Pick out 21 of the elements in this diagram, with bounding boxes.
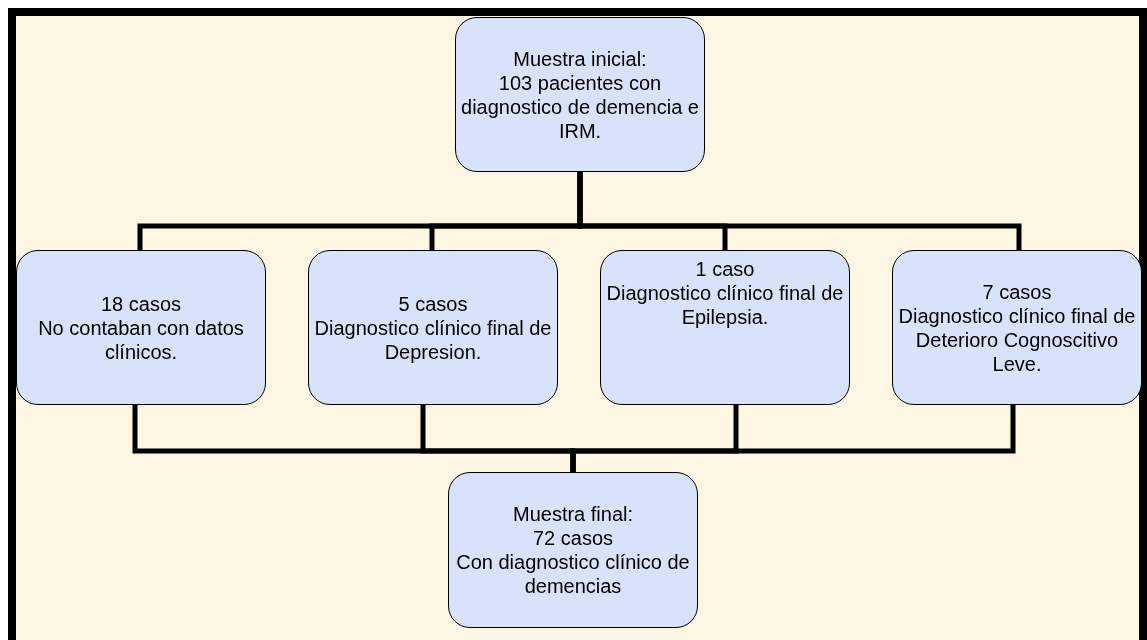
box-text: 18 casos xyxy=(100,291,182,316)
connector-line xyxy=(577,172,1022,250)
box-text: 103 pacientes con diagnostico de demencia e IRM. xyxy=(460,70,700,143)
process-box xyxy=(308,250,558,405)
box-text: Con diagnostico clínico de demencias xyxy=(455,550,691,598)
box-text: Diagnostico clínico final de Epilepsia. xyxy=(605,281,845,329)
process-box xyxy=(448,472,698,628)
box-text: 1 caso xyxy=(695,257,755,281)
box-text: Diagnostico clínico final de Deterioro Cognoscitivo Leve. xyxy=(897,303,1137,376)
box-text: 7 casos xyxy=(982,279,1052,304)
process-box xyxy=(455,17,705,172)
box-text: Muestra inicial: xyxy=(513,46,647,71)
connector-line xyxy=(570,405,1016,472)
box-text: 5 casos xyxy=(398,291,468,316)
box-text: No contaban con datos clínicos. xyxy=(37,315,245,364)
process-box xyxy=(892,250,1142,405)
process-box xyxy=(600,250,850,405)
box-text: Diagnostico clínico final de Depresion. xyxy=(313,315,553,364)
process-box xyxy=(16,250,266,405)
box-text: 72 casos xyxy=(532,526,614,550)
box-text: Muestra final: xyxy=(512,502,634,526)
